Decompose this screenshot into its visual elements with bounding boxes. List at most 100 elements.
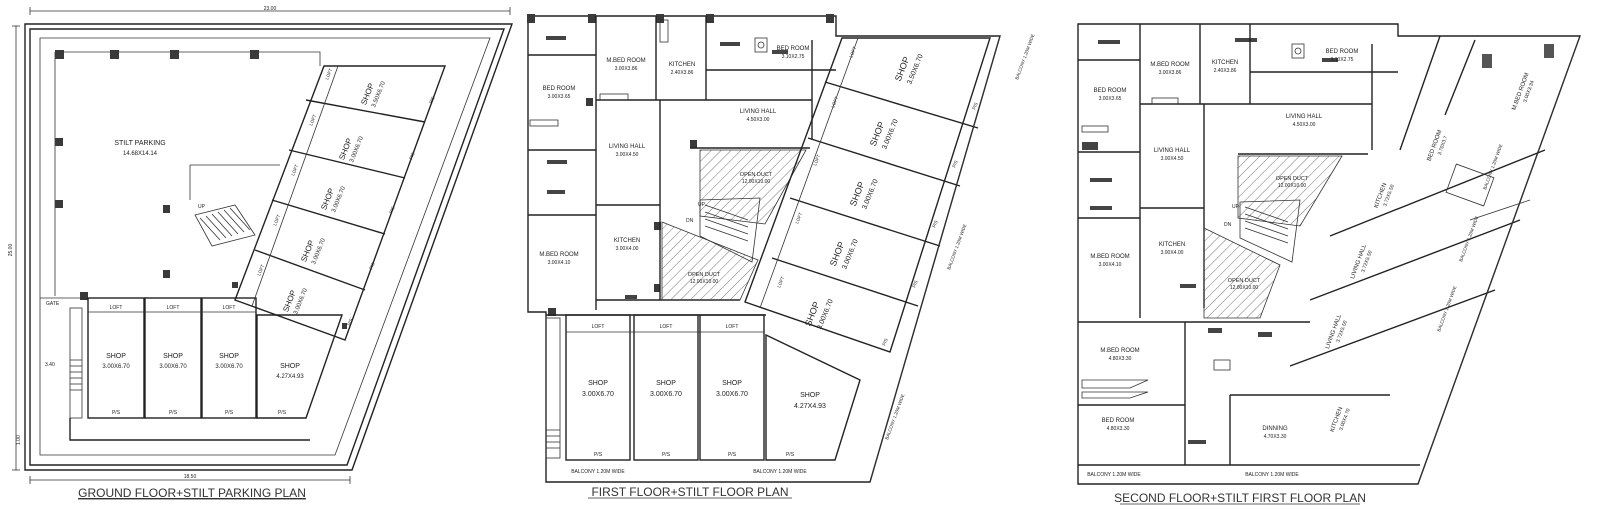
shop-1-ps: P/S [112, 410, 121, 416]
dimension-lines: 23.00 25.00 18.50 3.40 1.00 [8, 6, 511, 484]
room-mbed-top-size: 3.00X3.86 [615, 66, 638, 72]
p3-mbed-top-name: M.BED ROOM [1150, 62, 1189, 68]
room-kitchen-low-name: KITCHEN [614, 238, 640, 244]
slant-shop-1-ps: P/S [428, 96, 435, 105]
plan-3-staircase: UP DN [1224, 199, 1301, 263]
parking-outline [55, 51, 321, 66]
room-living-top-size: 4.50X3.00 [747, 117, 770, 123]
shop-1-size: 3.00X6.70 [102, 364, 130, 370]
setback-line [39, 37, 491, 456]
p2-shop-2-ps: P/S [662, 452, 671, 458]
shop-3-loft: LOFT [223, 305, 236, 311]
p2-shop-2-name: SHOP [656, 380, 676, 387]
room-living-mid-size: 3.00X4.50 [616, 152, 639, 158]
room-duct-top-name: OPEN DUCT [740, 172, 773, 178]
plan-3-outline [1077, 23, 1581, 485]
plan-2-staircase: UP DN [686, 197, 761, 263]
p2-slant-1-ps: P/S [971, 102, 978, 111]
p3-kitchen-low-size: 3.00X4.00 [1161, 250, 1184, 256]
p2-balcony-bottom-a: BALCONY 1.20M WIDE [571, 469, 625, 475]
room-mbed-top-name: M.BED ROOM [606, 58, 645, 64]
p3-dining-size: 4.70X3.30 [1264, 434, 1287, 440]
p3-balcony-slant-b: BALCONY 1.20M WIDE [1458, 215, 1479, 262]
p3-balcony-slant-c: BALCONY 1.20M WIDE [1436, 285, 1457, 332]
plot-boundary-inner [29, 28, 505, 466]
plan-3-stair-up: UP [1232, 204, 1240, 210]
p2-balcony-bottom-b: BALCONY 1.20M WIDE [753, 469, 807, 475]
shop-4-ps: P/S [278, 410, 287, 416]
p2-slant-4-loft: LOFT [794, 212, 803, 225]
room-bed-left-size: 3.00X3.65 [548, 94, 571, 100]
room-duct-low-size: 12.00X10.00 [690, 279, 719, 285]
shop-4-name: SHOP [280, 363, 300, 370]
dim-top: 23.00 [264, 6, 277, 12]
room-bed-left-name: BED ROOM [543, 86, 576, 92]
dim-side-a: 3.40 [45, 362, 55, 368]
slant-shop-5-loft: LOFT [256, 264, 265, 277]
ground-floor-plan: 23.00 25.00 18.50 3.40 1.00 [8, 6, 513, 500]
p2-shop-1-name: SHOP [588, 380, 608, 387]
plan-2-walls [528, 16, 836, 310]
plan-3-title: SECOND FLOOR+STILT FIRST FLOOR PLAN [1114, 491, 1366, 505]
room-bed-top-name: BED ROOM [777, 46, 810, 52]
shop-3 [201, 297, 257, 419]
p3-mbed-b1-size: 4.80X3.30 [1109, 356, 1132, 362]
p2-shop-3-loft: LOFT [726, 324, 739, 330]
p3-mbed-b1-name: M.BED ROOM [1100, 348, 1139, 354]
p3-bed-top-size: 3.10X2.75 [1331, 57, 1354, 63]
p2-shop-2-loft: LOFT [660, 324, 673, 330]
p3-duct-top-name: OPEN DUCT [1276, 176, 1309, 182]
plot-boundary-outer [24, 23, 513, 471]
parking-size: 14.68X14.14 [123, 151, 158, 157]
slant-shop-3-loft: LOFT [290, 164, 299, 177]
slant-shop-2-loft: LOFT [308, 114, 317, 127]
slant-shop-2-ps: P/S [408, 152, 415, 161]
p3-open-duct-low [1203, 227, 1281, 319]
room-kitchen-top-size: 2.40X3.86 [671, 70, 694, 76]
room-bed-top-size: 3.10X2.75 [782, 54, 805, 60]
p2-slant-5-ps: P/S [881, 338, 888, 347]
shop-2-name: SHOP [163, 353, 183, 360]
plan-2-title: FIRST FLOOR+STILT FLOOR PLAN [591, 485, 788, 499]
p3-living-mid-name: LIVING HALL [1154, 148, 1191, 154]
shop-3-size: 3.00X6.70 [215, 364, 243, 370]
p3-duct-low-name: OPEN DUCT [1228, 278, 1261, 284]
room-mbed-low-name: M.BED ROOM [539, 252, 578, 258]
dim-bottom: 18.50 [184, 474, 197, 480]
p2-shop-4-ps: P/S [786, 452, 795, 458]
room-kitchen-top-name: KITCHEN [669, 62, 695, 68]
room-kitchen-low-size: 3.00X4.00 [616, 246, 639, 252]
room-living-mid-name: LIVING HALL [609, 144, 646, 150]
p2-slant-2-loft: LOFT [830, 96, 839, 109]
p3-mbed-low-size: 3.00X4.10 [1099, 262, 1122, 268]
plan-2-room-labels: BED ROOM 3.00X3.65 M.BED ROOM 3.00X3.86 … [539, 46, 809, 285]
open-duct-top [699, 149, 807, 225]
plan-3-stair-dn: DN [1224, 222, 1232, 228]
shop-1-loft: LOFT [110, 305, 123, 311]
staircase: UP [194, 204, 256, 247]
parking-label: STILT PARKING [114, 140, 165, 147]
p3-dining-name: DINNING [1262, 426, 1288, 432]
p3-bed-left-name: BED ROOM [1094, 88, 1127, 94]
p2-slant-4-ps: P/S [911, 280, 918, 289]
first-floor-plan: UP DN BED ROOM 3.00X3.65 M.BED ROOM 3.00… [527, 14, 1035, 499]
p3-bed-top-name: BED ROOM [1326, 49, 1359, 55]
plan-2-stair-dn: DN [686, 218, 694, 224]
shop-1 [87, 297, 145, 419]
p2-slant-2-ps: P/S [951, 160, 958, 169]
p3-living-top-size: 4.50X3.00 [1293, 122, 1316, 128]
p3-kitchen-low-name: KITCHEN [1159, 242, 1185, 248]
p2-shop-4-name: SHOP [800, 392, 820, 399]
p3-duct-low-size: 12.00X10.00 [1230, 285, 1259, 291]
p3-open-duct-top [1237, 155, 1343, 227]
ground-bottom-shops: LOFT SHOP 3.00X6.70 P/S LOFT SHOP 3.00X6… [69, 297, 343, 441]
parking-columns [55, 50, 259, 300]
room-duct-top-size: 12.00X10.00 [742, 179, 771, 185]
plan-2-columns [527, 14, 834, 316]
p2-shop-2-size: 3.00X6.70 [650, 391, 682, 398]
room-living-top-name: LIVING HALL [740, 109, 777, 115]
shop-2 [144, 297, 202, 419]
p2-shop-1-loft: LOFT [592, 324, 605, 330]
slant-shop-4-loft: LOFT [272, 214, 281, 227]
p3-balcony-slant-a: BALCONY 1.20M WIDE [1482, 143, 1503, 190]
